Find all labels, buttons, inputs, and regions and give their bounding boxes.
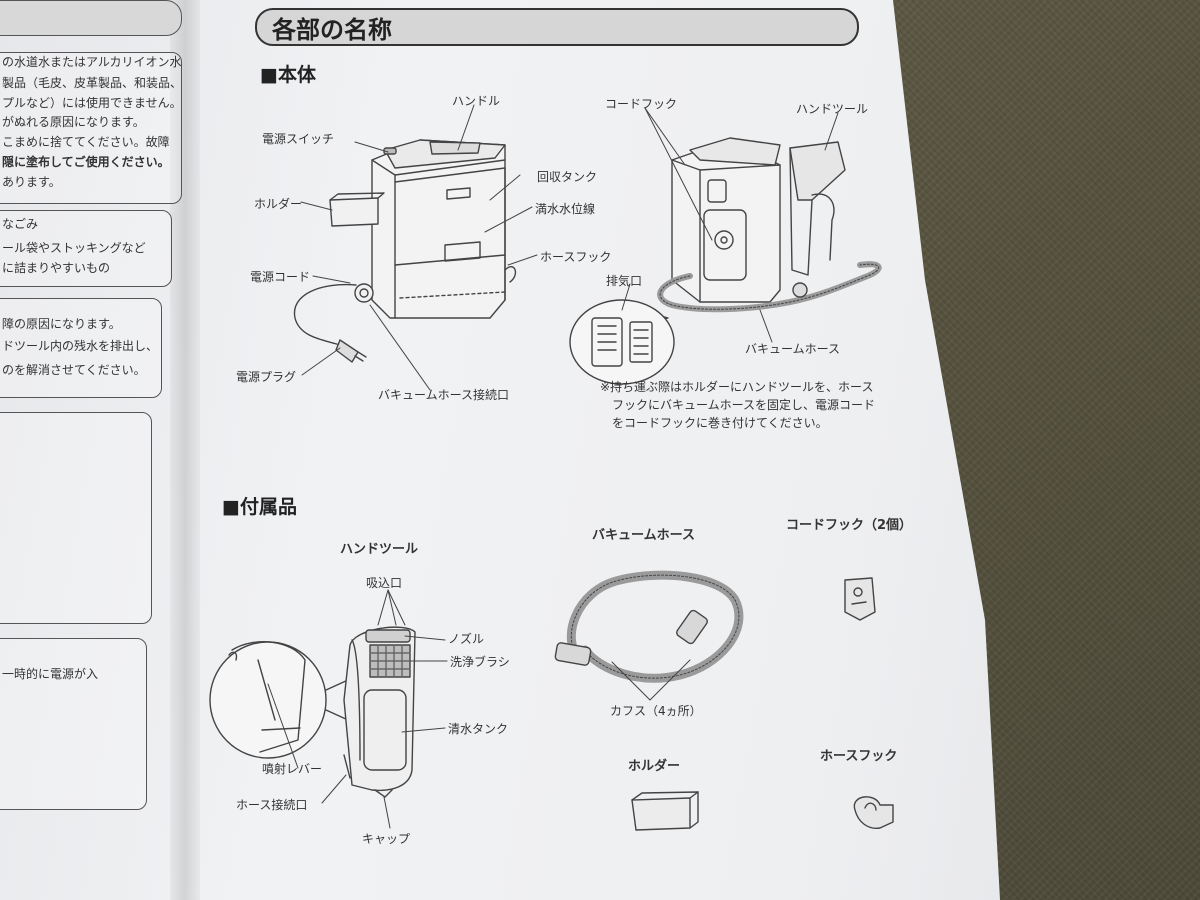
left-text-1e: こまめに捨ててください。故障	[2, 135, 170, 149]
holder-drawing	[631, 791, 699, 831]
caution-box-5	[0, 638, 147, 810]
hose-hook-title: ホースフック	[820, 749, 898, 764]
left-text-1f: 隠に塗布してご使用ください。	[2, 155, 170, 169]
holder-title: ホルダー	[628, 759, 681, 774]
label-clean-tank: 清水タンク	[448, 722, 509, 736]
carry-note-line-1: ※持ち運ぶ際はホルダーにハンドツールを、ホース	[600, 380, 874, 394]
label-cap: キャップ	[362, 832, 411, 846]
label-power-cord: 電源コード	[250, 270, 311, 284]
label-vacuum-hose: バキュームホース	[745, 342, 841, 356]
left-text-1a: の水道水またはアルカリイオン水	[2, 55, 182, 69]
left-text-3a: 障の原因になります。	[2, 317, 121, 331]
label-holder: ホルダー	[254, 197, 303, 211]
label-full-water-line: 満水水位線	[535, 202, 596, 216]
left-text-1d: がぬれる原因になります。	[2, 115, 145, 129]
cord-hook-drawing	[844, 577, 876, 621]
vacuum-hose-drawing	[554, 570, 744, 701]
left-text-1g: あります。	[2, 175, 61, 189]
label-handle: ハンドル	[452, 94, 501, 108]
page-title-tab	[255, 8, 859, 46]
label-hose-port: ホース接続口	[236, 798, 308, 812]
label-brush: 洗浄ブラシ	[450, 655, 510, 669]
label-power-switch: 電源スイッチ	[262, 132, 335, 146]
hand-tool-leaders	[267, 589, 448, 829]
left-text-2a: なごみ	[2, 217, 39, 231]
left-text-2b: ール袋やストッキングなど	[2, 241, 146, 255]
main-leader-lines	[300, 104, 839, 391]
hand-tool-title: ハンドツール	[340, 542, 419, 557]
caution-box-2	[0, 210, 172, 287]
caution-box-1	[0, 52, 182, 204]
page-title: 各部の名称	[272, 16, 392, 44]
label-hose-hook: ホースフック	[540, 250, 612, 264]
left-text-3b: ドツール内の残水を排出し、	[2, 339, 159, 353]
hand-tool-drawing	[209, 626, 416, 798]
label-hand-tool: ハンドツール	[796, 102, 869, 116]
label-power-plug: 電源プラグ	[236, 370, 297, 384]
left-header-tab	[0, 0, 182, 36]
label-cuffs: カフス（4ヵ所）	[610, 704, 702, 718]
label-exhaust: 排気口	[606, 274, 643, 288]
vacuum-hose-title: バキュームホース	[592, 528, 695, 543]
left-text-3c: のを解消させてください。	[2, 363, 146, 377]
cord-hook-title: コードフック（2個）	[786, 518, 913, 533]
left-text-1c: プルなど）には使用できません。	[2, 96, 182, 110]
caution-box-3	[0, 298, 162, 398]
left-text-4a: 一時的に電源が入	[2, 667, 99, 681]
carry-note-line-3: をコードフックに巻き付けてください。	[612, 416, 828, 430]
label-nozzle: ノズル	[448, 632, 485, 646]
label-vacuum-hose-port: バキュームホース接続口	[378, 388, 510, 402]
left-text-2c: に詰まりやすいもの	[2, 261, 111, 275]
main-unit-front-drawing	[293, 139, 517, 363]
label-intake: 吸込口	[366, 576, 403, 590]
main-unit-back-drawing	[569, 137, 882, 385]
accessories-heading: ■付属品	[222, 496, 297, 518]
caution-box-4	[0, 412, 152, 624]
main-body-heading: ■本体	[260, 64, 316, 86]
carry-note-line-2: フックにバキュームホースを固定し、電源コード	[612, 398, 876, 412]
label-cord-hook: コードフック	[605, 97, 678, 111]
left-text-1b: 製品（毛皮、皮革製品、和装品、	[2, 76, 183, 90]
label-spray-lever: 噴射レバー	[262, 762, 323, 776]
label-recovery-tank: 回収タンク	[537, 170, 598, 184]
page-fold-shadow	[170, 0, 200, 900]
hose-hook-drawing	[853, 796, 894, 829]
